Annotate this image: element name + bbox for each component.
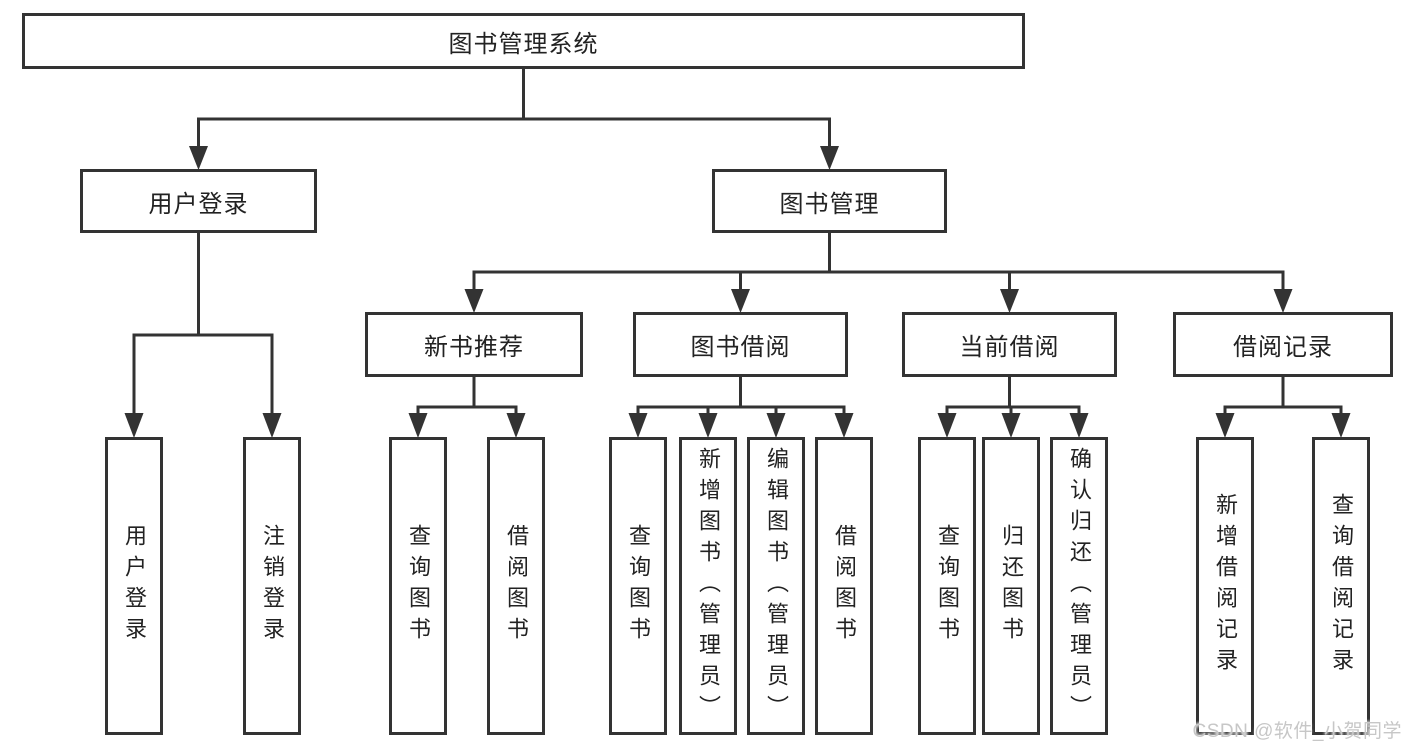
node-leaf-user-login-label: 用户登录 [122, 524, 147, 648]
watermark: CSDN @软件_小贺同学 [1192, 721, 1402, 742]
node-leaf-borrow-book-label: 借阅图书 [832, 524, 857, 648]
node-leaf-add-book-admin: 新增图书（管理员） [679, 437, 737, 735]
node-leaf-logout: 注销登录 [243, 437, 301, 735]
node-leaf-query-borrow-record: 查询借阅记录 [1312, 437, 1370, 735]
node-leaf-edit-book-admin-label: 编辑图书（管理员） [764, 446, 789, 726]
node-leaf-query-borrow-record-label: 查询借阅记录 [1329, 493, 1354, 679]
node-leaf-query-books-recommend: 查询图书 [389, 437, 447, 735]
node-leaf-borrow-books-recommend: 借阅图书 [487, 437, 545, 735]
node-borrowing-records-label: 借阅记录 [1233, 334, 1333, 361]
node-current-borrowing: 当前借阅 [902, 312, 1117, 377]
node-leaf-borrow-books-recommend-label: 借阅图书 [504, 524, 529, 648]
node-leaf-query-books-current: 查询图书 [918, 437, 976, 735]
node-leaf-confirm-return-admin: 确认归还（管理员） [1050, 437, 1108, 735]
node-leaf-query-books-borrowing: 查询图书 [609, 437, 667, 735]
node-borrowing-records: 借阅记录 [1173, 312, 1393, 377]
node-leaf-borrow-book: 借阅图书 [815, 437, 873, 735]
node-leaf-query-books-current-label: 查询图书 [935, 524, 960, 648]
node-leaf-query-books-recommend-label: 查询图书 [406, 524, 431, 648]
node-book-management: 图书管理 [712, 169, 947, 233]
node-root: 图书管理系统 [22, 13, 1025, 69]
node-book-borrowing-label: 图书借阅 [690, 334, 791, 361]
node-root-label: 图书管理系统 [448, 30, 599, 58]
node-leaf-add-borrow-record: 新增借阅记录 [1196, 437, 1254, 735]
node-leaf-add-borrow-record-label: 新增借阅记录 [1213, 493, 1238, 679]
node-leaf-user-login: 用户登录 [105, 437, 163, 735]
node-book-management-label: 图书管理 [779, 190, 880, 218]
node-leaf-logout-label: 注销登录 [260, 524, 285, 648]
node-book-borrowing: 图书借阅 [633, 312, 848, 377]
node-leaf-confirm-return-admin-label: 确认归还（管理员） [1067, 446, 1092, 726]
node-user-login-module-label: 用户登录 [148, 190, 249, 218]
node-leaf-edit-book-admin: 编辑图书（管理员） [747, 437, 805, 735]
node-user-login-module: 用户登录 [80, 169, 317, 233]
node-leaf-return-book-label: 归还图书 [999, 524, 1024, 648]
node-new-book-recommend-label: 新书推荐 [424, 334, 524, 361]
node-current-borrowing-label: 当前借阅 [959, 334, 1060, 361]
node-new-book-recommend: 新书推荐 [365, 312, 583, 377]
node-leaf-add-book-admin-label: 新增图书（管理员） [696, 446, 721, 726]
node-leaf-return-book: 归还图书 [982, 437, 1040, 735]
node-leaf-query-books-borrowing-label: 查询图书 [626, 524, 651, 648]
